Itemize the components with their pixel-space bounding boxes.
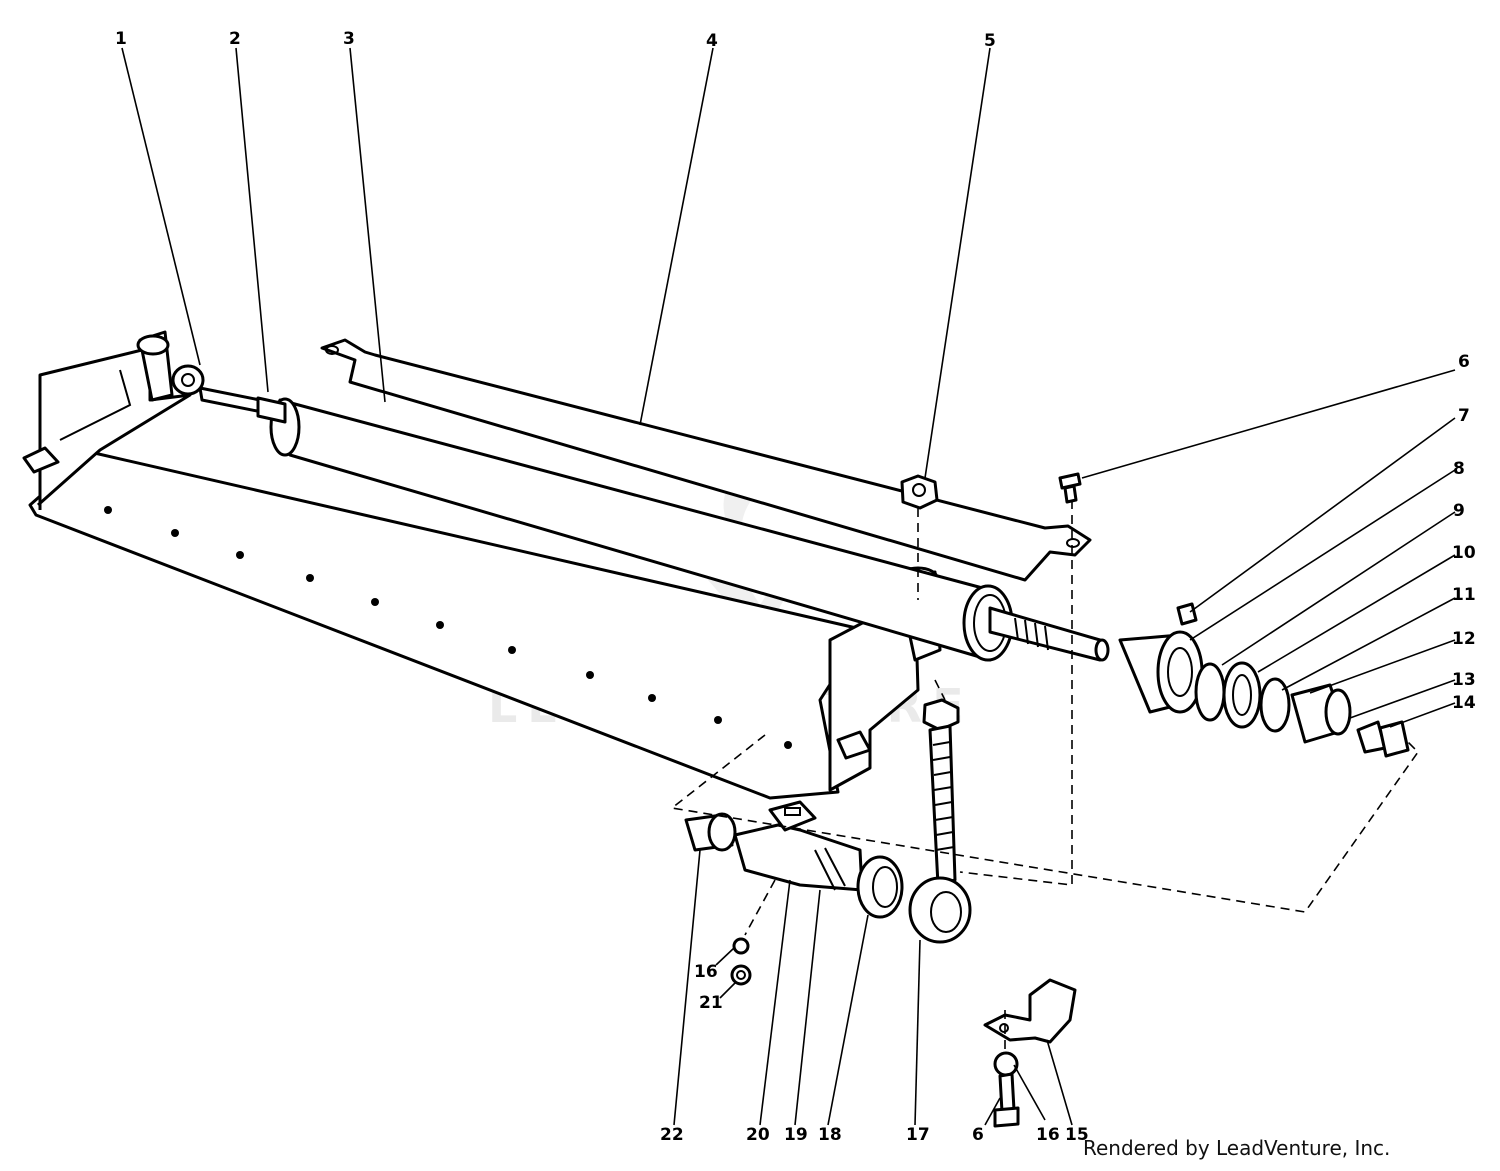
callout-19: 19 bbox=[784, 1125, 808, 1145]
callout-20: 20 bbox=[746, 1125, 770, 1145]
callout-18: 18 bbox=[818, 1125, 842, 1145]
roller-shield bbox=[320, 338, 1092, 582]
callout-5: 5 bbox=[984, 31, 996, 51]
callout-2: 2 bbox=[229, 29, 241, 49]
callout-15: 15 bbox=[1065, 1125, 1089, 1145]
callout-1: 1 bbox=[115, 29, 127, 49]
callouts: 1 2 3 4 5 6 7 8 9 10 11 12 13 14 15 16 1… bbox=[115, 29, 1476, 1145]
callout-12: 12 bbox=[1452, 629, 1476, 649]
callout-6-lower: 6 bbox=[972, 1125, 984, 1145]
callout-21: 21 bbox=[699, 993, 723, 1013]
upper-hardware bbox=[900, 472, 1082, 510]
callout-17: 17 bbox=[906, 1125, 930, 1145]
roller bbox=[269, 397, 1014, 662]
callout-22: 22 bbox=[660, 1125, 684, 1145]
credit-text: Rendered by LeadVenture, Inc. bbox=[1083, 1136, 1391, 1160]
callout-8: 8 bbox=[1453, 459, 1465, 479]
right-shaft bbox=[988, 606, 1110, 662]
callout-16-clamp: 16 bbox=[1036, 1125, 1060, 1145]
callout-4: 4 bbox=[706, 31, 718, 51]
lower-pivot-parts bbox=[684, 800, 904, 986]
bearing-assembly bbox=[1118, 602, 1410, 758]
callout-11: 11 bbox=[1452, 585, 1476, 605]
callout-16-lower: 16 bbox=[694, 962, 718, 982]
callout-7: 7 bbox=[1458, 406, 1470, 426]
clamp bbox=[983, 978, 1077, 1128]
leader-lines bbox=[121, 47, 1456, 1126]
alignment-lines bbox=[670, 500, 1420, 1055]
callout-14: 14 bbox=[1452, 693, 1476, 713]
callout-6: 6 bbox=[1458, 352, 1470, 372]
front-plate bbox=[22, 330, 867, 800]
adjuster-bolt bbox=[908, 698, 972, 944]
callout-10: 10 bbox=[1452, 543, 1476, 563]
callout-9: 9 bbox=[1453, 501, 1465, 521]
left-shaft bbox=[171, 364, 287, 424]
callout-3: 3 bbox=[343, 29, 355, 49]
callout-13: 13 bbox=[1452, 670, 1476, 690]
